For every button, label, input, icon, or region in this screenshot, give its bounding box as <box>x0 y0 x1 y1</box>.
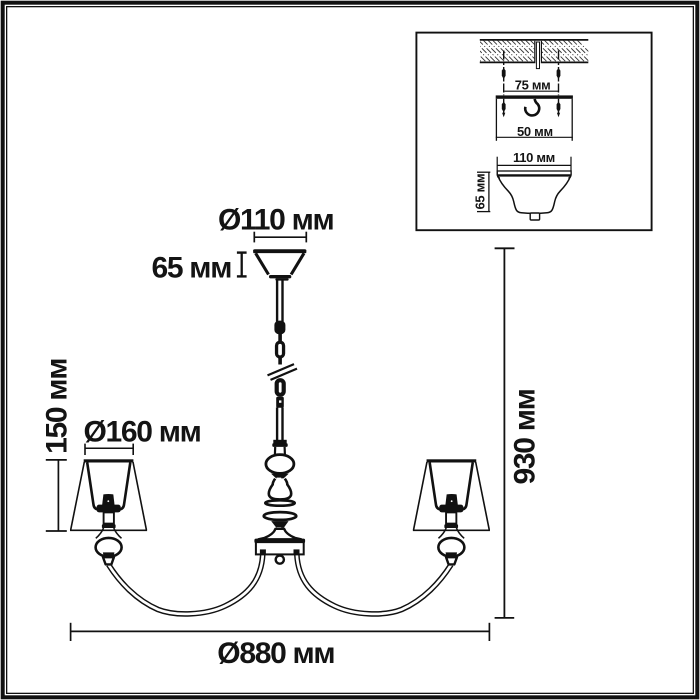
svg-text:Ø880 мм: Ø880 мм <box>217 637 334 670</box>
svg-text:110 мм: 110 мм <box>513 150 555 165</box>
svg-text:Ø110 мм: Ø110 мм <box>218 204 333 237</box>
svg-text:75 мм: 75 мм <box>515 78 551 93</box>
svg-text:65 мм: 65 мм <box>152 251 232 284</box>
svg-text:930 мм: 930 мм <box>509 389 542 484</box>
svg-text:50 мм: 50 мм <box>517 124 553 139</box>
svg-text:65 мм: 65 мм <box>473 174 488 210</box>
svg-text:Ø160 мм: Ø160 мм <box>83 416 200 449</box>
svg-text:150 мм: 150 мм <box>41 359 74 454</box>
